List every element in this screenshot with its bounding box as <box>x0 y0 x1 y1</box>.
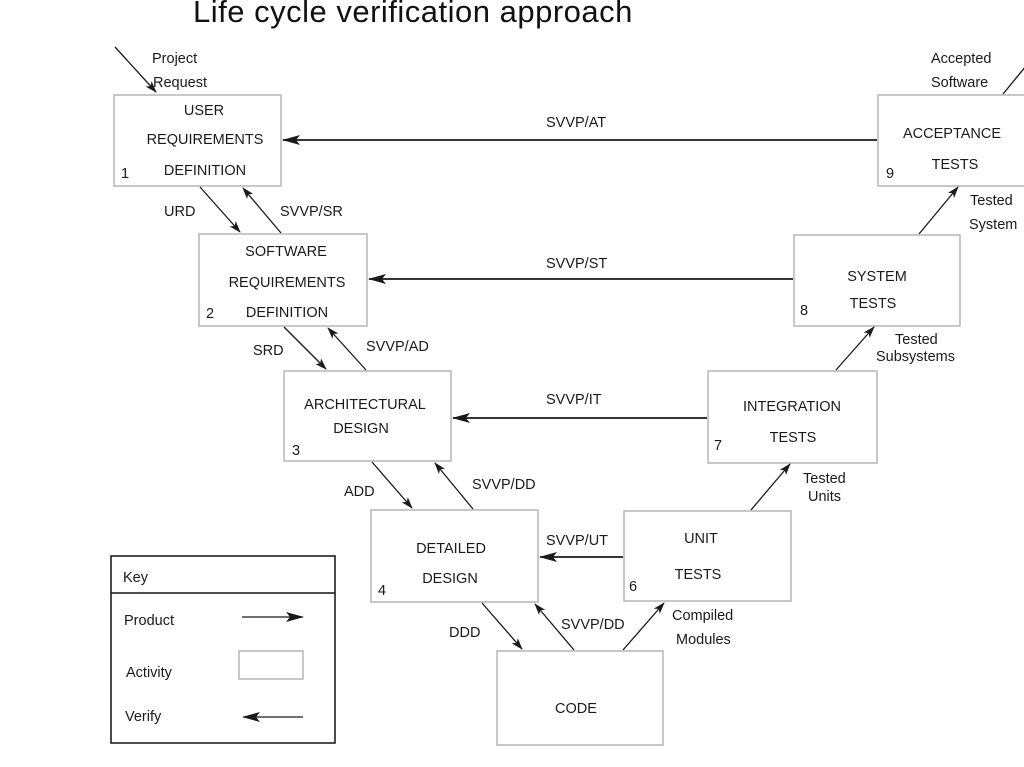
activity-label: TESTS <box>675 567 722 583</box>
tested-units-label: Tested <box>803 471 846 487</box>
activity-box <box>113 94 282 187</box>
tested-system-arrow <box>918 186 959 235</box>
activity-label: DESIGN <box>422 571 478 587</box>
legend-item-activity-label: Activity <box>126 665 173 681</box>
activity-system-tests: SYSTEM TESTS 8 <box>793 234 961 327</box>
activity-box <box>623 510 792 602</box>
activity-label: TESTS <box>932 157 979 173</box>
svvp-dd-upper-label: SVVP/DD <box>472 477 536 493</box>
activity-label: TESTS <box>850 296 897 312</box>
srd-label: SRD <box>253 343 284 359</box>
tested-subsystems-label: Subsystems <box>876 349 955 365</box>
svvp-ad-label: SVVP/AD <box>366 339 429 355</box>
activity-user-requirements: USER REQUIREMENTS DEFINITION 1 <box>113 94 282 187</box>
activity-number: 9 <box>886 166 894 182</box>
tested-system-label: System <box>969 217 1017 233</box>
activity-label: ARCHITECTURAL <box>304 397 426 413</box>
activity-label: CODE <box>555 701 597 717</box>
legend-activity-box-icon <box>238 650 304 680</box>
activity-number: 3 <box>292 443 300 459</box>
svvp-sr-label: SVVP/SR <box>280 204 343 220</box>
svvp-dd-lower-arrow <box>534 603 575 651</box>
activity-box <box>496 650 664 746</box>
tested-units-label: Units <box>808 489 841 505</box>
activity-detailed-design: DETAILED DESIGN 4 <box>370 509 539 603</box>
activity-number: 4 <box>378 583 386 599</box>
activity-label: SYSTEM <box>847 269 907 285</box>
svvp-ut-label: SVVP/UT <box>546 533 608 549</box>
legend-title: Key <box>123 570 149 586</box>
svvp-it-label: SVVP/IT <box>546 392 602 408</box>
svvp-at-label: SVVP/AT <box>546 115 606 131</box>
activity-label: SOFTWARE <box>245 244 327 260</box>
accepted-software-label: Accepted <box>931 51 991 67</box>
activity-number: 1 <box>121 166 129 182</box>
project-request-label: Project <box>152 51 197 67</box>
activity-number: 8 <box>800 303 808 319</box>
page-title: Life cycle verification approach <box>193 0 633 29</box>
urd-label: URD <box>164 204 195 220</box>
activity-label: REQUIREMENTS <box>229 275 346 291</box>
activity-box <box>707 370 878 464</box>
activity-integration-tests: INTEGRATION TESTS 7 <box>707 370 878 464</box>
activity-box <box>370 509 539 603</box>
legend-item-product-label: Product <box>124 613 174 629</box>
activity-box <box>793 234 961 327</box>
svvp-sr-arrow <box>242 187 282 234</box>
legend-box <box>110 555 336 744</box>
tested-system-label: Tested <box>970 193 1013 209</box>
activity-number: 2 <box>206 306 214 322</box>
activity-label: DESIGN <box>333 421 389 437</box>
activity-label: DEFINITION <box>246 305 328 321</box>
activity-software-requirements: SOFTWARE REQUIREMENTS DEFINITION 2 <box>198 233 368 327</box>
activity-label: DEFINITION <box>164 163 246 179</box>
activity-box <box>877 94 1024 187</box>
compiled-modules-arrow <box>622 602 665 651</box>
activity-label: UNIT <box>684 531 718 547</box>
srd-arrow <box>283 326 327 370</box>
activity-code: CODE <box>496 650 664 746</box>
svvp-dd-lower-label: SVVP/DD <box>561 617 625 633</box>
ddd-label: DDD <box>449 625 480 641</box>
tested-subsystems-label: Tested <box>895 332 938 348</box>
add-arrow <box>371 461 413 509</box>
activity-label: USER <box>184 103 224 119</box>
activity-label: REQUIREMENTS <box>147 132 264 148</box>
ddd-arrow <box>481 602 523 650</box>
svvp-dd-upper-arrow <box>434 462 474 510</box>
svvp-ad-arrow <box>327 327 367 371</box>
activity-unit-tests: UNIT TESTS 6 <box>623 510 792 602</box>
activity-architectural-design: ARCHITECTURAL DESIGN 3 <box>283 370 452 462</box>
tested-units-arrow <box>750 463 791 511</box>
project-request-arrow <box>114 46 157 93</box>
activity-label: TESTS <box>770 430 817 446</box>
compiled-modules-label: Modules <box>676 632 731 648</box>
svvp-st-label: SVVP/ST <box>546 256 607 272</box>
add-label: ADD <box>344 484 375 500</box>
tested-subsystems-arrow <box>835 326 875 371</box>
activity-label: INTEGRATION <box>743 399 841 415</box>
activity-box <box>283 370 452 462</box>
activity-number: 6 <box>629 579 637 595</box>
activity-number: 7 <box>714 438 722 454</box>
activity-box <box>198 233 368 327</box>
compiled-modules-label: Compiled <box>672 608 733 624</box>
project-request-label: Request <box>153 75 207 91</box>
urd-arrow <box>199 186 241 233</box>
activity-label: ACCEPTANCE <box>903 126 1001 142</box>
accepted-software-arrow <box>1002 67 1024 95</box>
legend: Key Product Activity Verify <box>110 555 336 744</box>
accepted-software-label: Software <box>931 75 988 91</box>
activity-acceptance-tests: ACCEPTANCE TESTS 9 <box>877 94 1024 187</box>
activity-label: DETAILED <box>416 541 486 557</box>
legend-item-verify-label: Verify <box>125 709 162 725</box>
